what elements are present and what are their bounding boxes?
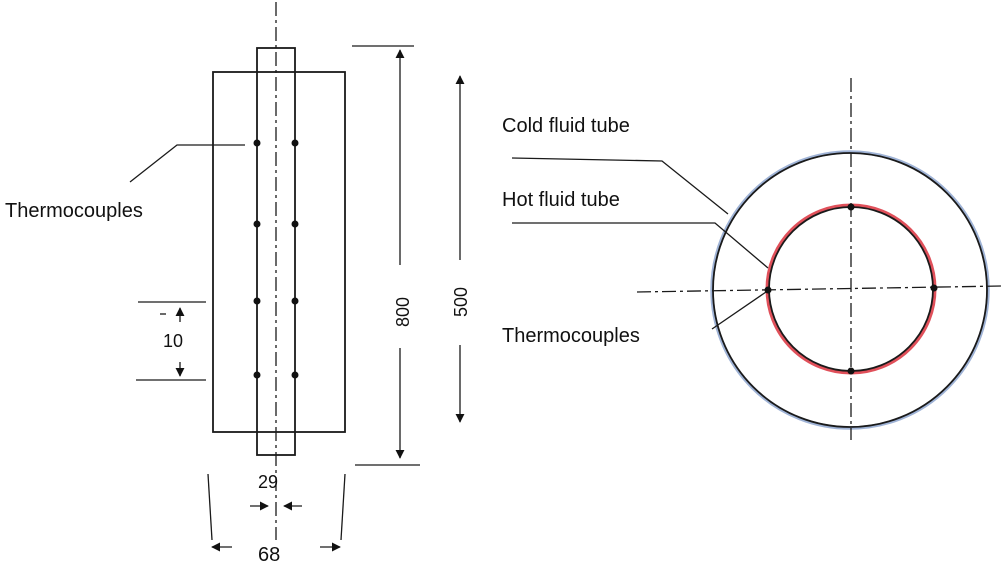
spacing-dimension: 10 [136,301,206,381]
hot-fluid-tube-label: Hot fluid tube [502,189,620,211]
inner-tube-body [256,47,296,456]
inner-diameter-dimension: 29 [250,472,302,511]
cold-fluid-tube-circle [712,152,988,428]
thermocouple-dot [291,371,299,379]
total-length-dimension: 800 [352,45,420,466]
thermocouple-dot [764,286,772,294]
outer-diameter-dimension: 68 [207,473,346,566]
thermocouples-label-left: Thermocouples [5,200,143,222]
thermocouple-dot [847,203,855,211]
outer-diameter-value: 68 [258,544,280,566]
thermocouples-label-right: Thermocouples [502,325,640,347]
thermocouple-dots-side [253,139,299,379]
cold-fluid-tube-label: Cold fluid tube [502,115,630,137]
hot-tube-leader [512,222,769,269]
cross-section-horizontal-centerline [636,285,1004,293]
spacing-value: 10 [163,331,183,351]
thermocouple-dot [930,284,938,292]
thermocouples-leader-left [129,144,245,183]
thermocouple-dot [253,371,261,379]
cold-tube-outline-color [710,150,990,430]
inner-diameter-value: 29 [258,472,278,492]
thermocouple-dot [253,297,261,305]
thermocouple-dot [291,297,299,305]
cold-tube-leader [511,157,729,215]
thermocouple-dot [253,139,261,147]
test-length-dimension: 500 [451,75,471,423]
thermocouples-leader-right [711,291,767,330]
side-view: Thermocouples 10 800 500 2 [5,2,471,566]
test-length-value: 500 [451,287,471,317]
thermocouple-dot [253,220,261,228]
thermocouple-dot [291,139,299,147]
cross-section-view: Cold fluid tube Hot fluid tube Thermocou… [502,78,1004,440]
total-length-value: 800 [393,297,413,327]
thermocouple-dot [291,220,299,228]
thermocouple-dot [847,367,855,375]
outer-tube-body [212,71,346,433]
